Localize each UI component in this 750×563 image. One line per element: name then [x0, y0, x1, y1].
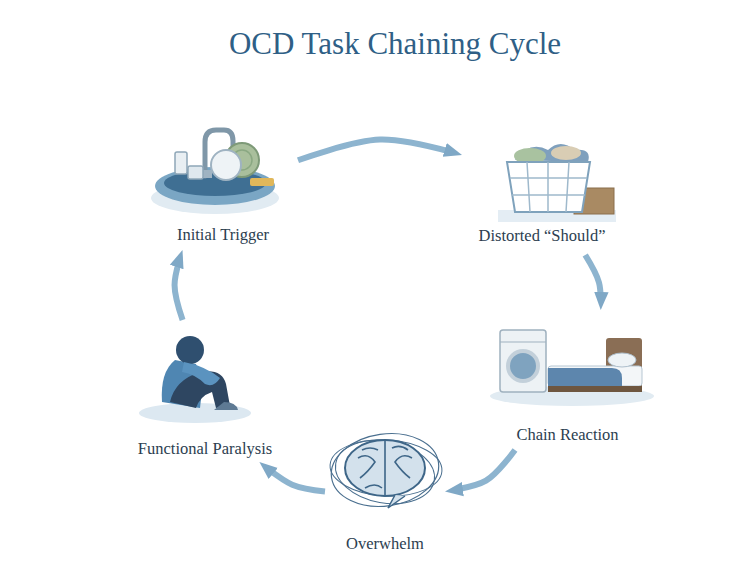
sink-illustration — [151, 130, 279, 214]
cycle-step: Overwhelm — [325, 435, 445, 555]
beige-cloth — [551, 146, 581, 160]
cycle-arrow — [298, 140, 462, 161]
diagram-title: OCD Task Chaining Cycle — [20, 26, 750, 62]
arms — [182, 362, 220, 385]
bed-frame — [548, 386, 642, 392]
cycle-arrow — [259, 462, 325, 491]
step-label: Chain Reaction — [516, 426, 618, 445]
person-illustration — [139, 336, 251, 423]
brain — [345, 440, 425, 496]
blanket — [548, 368, 622, 386]
cycle-step: Functional Paralysis — [125, 320, 285, 462]
pillow — [608, 353, 636, 367]
step-label: Initial Trigger — [177, 226, 269, 245]
cycle-step: Distorted “Should” — [462, 125, 622, 255]
step-label: Functional Paralysis — [138, 440, 272, 459]
scribble — [327, 427, 444, 513]
cup — [188, 166, 203, 179]
washer-panel — [500, 342, 546, 343]
brain-tail — [388, 495, 405, 508]
cycle-arrow — [585, 255, 601, 310]
brain-folds — [358, 441, 412, 495]
cycle-arrow — [175, 250, 183, 320]
brain-illustration — [327, 427, 444, 513]
sponge — [250, 178, 274, 186]
washer-door — [508, 351, 538, 381]
cycle-step: Initial Trigger — [148, 120, 298, 250]
feet — [214, 402, 238, 410]
scribble — [330, 433, 439, 511]
basket — [507, 162, 590, 212]
head — [176, 336, 204, 364]
step-label: Distorted “Should” — [479, 227, 606, 246]
glass — [175, 152, 187, 174]
washer-bed-illustration — [490, 330, 654, 406]
cycle-step: Chain Reaction — [480, 310, 655, 450]
mattress — [548, 366, 642, 386]
white-plate — [211, 150, 241, 180]
scribble — [329, 437, 444, 499]
basket-weave — [510, 162, 587, 212]
washer-body — [500, 330, 546, 392]
title-rule — [160, 74, 625, 76]
step-label: Overwhelm — [346, 535, 424, 554]
cycle-arrow — [445, 450, 515, 491]
laundry-illustration — [498, 144, 616, 222]
